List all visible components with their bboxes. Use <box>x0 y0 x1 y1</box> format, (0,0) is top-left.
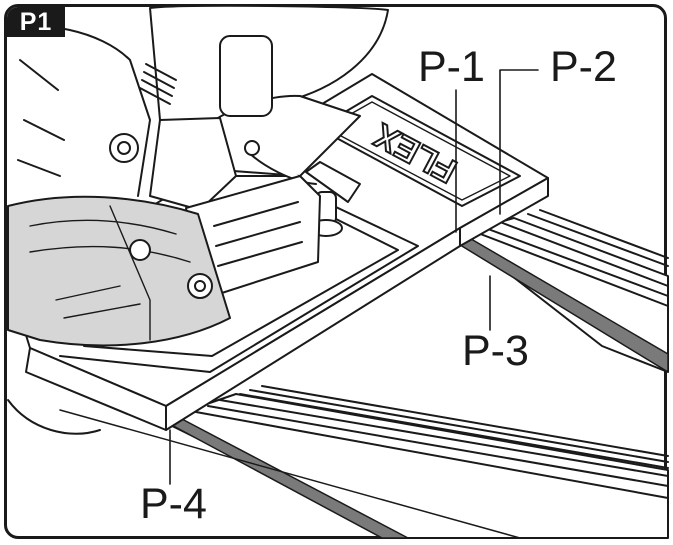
callout-p3-label: P-3 <box>462 327 529 375</box>
cut-line <box>59 409 521 539</box>
housing-vent-slots <box>139 63 177 105</box>
callout-leaders <box>169 69 539 485</box>
callout-p4-label: P-4 <box>140 480 207 528</box>
screws <box>109 133 260 299</box>
callout-p2-label: P-2 <box>550 43 617 91</box>
logo-plate <box>317 95 521 207</box>
motor-housing <box>149 4 389 211</box>
callout-p1-label: P-1 <box>418 43 485 91</box>
figure-tag: P1 <box>7 7 65 37</box>
leader-p2 <box>499 69 539 215</box>
guide-rail-left <box>159 385 669 539</box>
blade-guard <box>7 195 231 347</box>
figure-tag-label: P1 <box>19 7 53 36</box>
